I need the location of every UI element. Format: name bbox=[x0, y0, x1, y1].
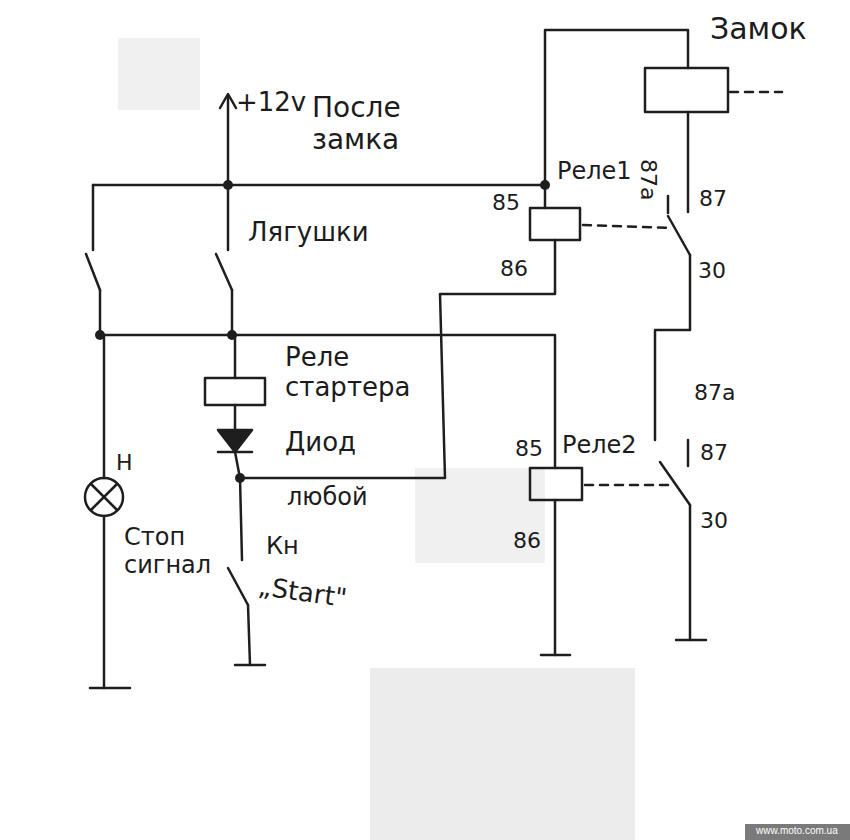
wire bbox=[689, 505, 692, 640]
diode-symbol bbox=[218, 430, 252, 452]
lamp-symbol bbox=[85, 478, 123, 516]
pin-label: 87a bbox=[636, 159, 661, 200]
wire bbox=[227, 185, 230, 250]
wire bbox=[227, 96, 230, 185]
junction-dot bbox=[227, 330, 237, 340]
relay-contact bbox=[687, 112, 690, 212]
wire bbox=[103, 335, 106, 478]
part-label: Реле2 bbox=[562, 432, 637, 460]
button-blade bbox=[228, 568, 248, 605]
pin-label: 85 bbox=[515, 436, 543, 461]
note-label: После замка bbox=[312, 92, 462, 156]
wire bbox=[92, 185, 95, 250]
pin-label: 30 bbox=[698, 258, 726, 283]
ground-symbol bbox=[235, 664, 265, 667]
junction-dot bbox=[95, 330, 105, 340]
part-label: „Start" bbox=[256, 572, 348, 614]
pin-label: 86 bbox=[500, 256, 528, 281]
wire bbox=[100, 335, 555, 468]
pin-label: 85 bbox=[492, 190, 520, 215]
part-label: Лягушки bbox=[248, 218, 369, 248]
switch-blade bbox=[86, 254, 100, 290]
wire bbox=[231, 290, 234, 335]
part-label: Кн bbox=[266, 533, 299, 561]
watermark: www.moto.com.ua bbox=[756, 825, 838, 837]
junctions bbox=[95, 180, 550, 483]
part-label: Реле1 bbox=[557, 158, 632, 186]
dashed-link bbox=[585, 484, 668, 487]
pin-label: 86 bbox=[513, 528, 541, 553]
part-label: Замок bbox=[710, 12, 807, 47]
lamp-symbol bbox=[91, 484, 117, 510]
part-label: Стоп сигнал bbox=[124, 524, 224, 579]
pin-label: 87 bbox=[700, 440, 728, 465]
wire bbox=[554, 500, 557, 655]
wire bbox=[93, 184, 545, 187]
wire bbox=[240, 240, 555, 478]
pin-label: 30 bbox=[700, 508, 728, 533]
relay-contact bbox=[667, 196, 670, 213]
relay-blade bbox=[660, 462, 690, 505]
switch-blade bbox=[216, 254, 232, 290]
watermark-band bbox=[745, 824, 850, 840]
wire bbox=[234, 405, 237, 430]
ground-symbol bbox=[676, 639, 706, 642]
relay-blade bbox=[668, 216, 690, 255]
coil-symbol bbox=[530, 208, 580, 240]
relay-contact bbox=[687, 440, 690, 466]
paper-shadow bbox=[370, 668, 635, 840]
lamp-symbol bbox=[91, 484, 117, 510]
part-label: Н bbox=[116, 450, 133, 475]
junction-dot bbox=[235, 473, 245, 483]
voltage-label: +12v bbox=[236, 88, 306, 118]
wire bbox=[234, 335, 237, 378]
coil-symbol bbox=[205, 378, 265, 405]
arrow-head bbox=[220, 94, 236, 108]
wires bbox=[85, 30, 782, 688]
dashed-link bbox=[730, 91, 782, 94]
ground-symbol bbox=[541, 654, 570, 657]
lock-symbol bbox=[645, 68, 728, 112]
part-label: Диод bbox=[285, 428, 356, 458]
ground-symbol bbox=[90, 687, 130, 690]
wire bbox=[103, 516, 106, 688]
part-label: Реле стартера bbox=[285, 343, 435, 403]
paper-shadow bbox=[118, 38, 200, 110]
wire bbox=[545, 30, 688, 185]
paper-shadow bbox=[415, 468, 545, 563]
junction-dot bbox=[540, 180, 550, 190]
note-label: любой bbox=[287, 484, 368, 512]
wire bbox=[240, 478, 242, 560]
pin-label: 87 bbox=[699, 186, 727, 211]
coil-symbol bbox=[530, 468, 582, 500]
wire bbox=[99, 290, 102, 335]
wire bbox=[248, 605, 250, 665]
pin-label: 87a bbox=[694, 380, 735, 405]
dashed-link bbox=[583, 225, 672, 228]
wire bbox=[655, 255, 690, 440]
junction-dot bbox=[223, 180, 233, 190]
